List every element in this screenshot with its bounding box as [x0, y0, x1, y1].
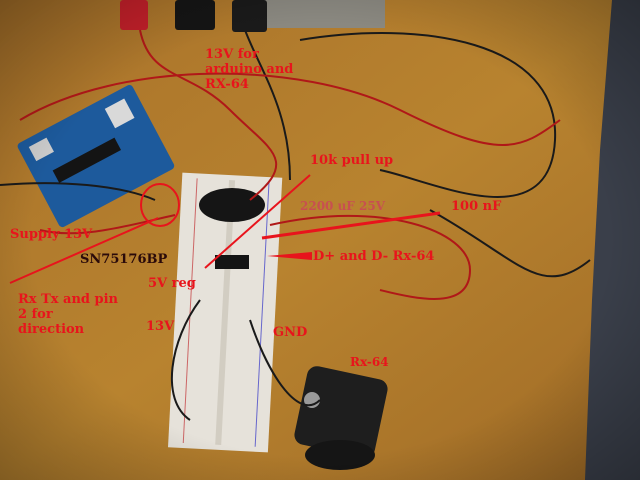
label-capacitor-2200uf: 2200 uF 25V — [300, 199, 386, 213]
label-capacitor-100nf: 100 nF — [451, 199, 502, 214]
label-10k-pullup: 10k pull up — [310, 153, 394, 168]
label-chip: SN75176BP — [80, 252, 168, 267]
label-rx-tx: Rx Tx and pin 2 for direction — [18, 292, 119, 337]
label-rx64-servo: Rx-64 — [350, 355, 389, 369]
label-gnd: GND — [273, 325, 308, 340]
label-13v-arduino: 13V for arduino and RX-64 — [205, 47, 294, 92]
label-dplus-dminus: D+ and D- Rx-64 — [313, 249, 435, 264]
label-5v-reg: 5V reg — [148, 276, 196, 291]
label-supply-13v: Supply 13V — [10, 227, 93, 242]
label-13v: 13V — [146, 319, 175, 334]
